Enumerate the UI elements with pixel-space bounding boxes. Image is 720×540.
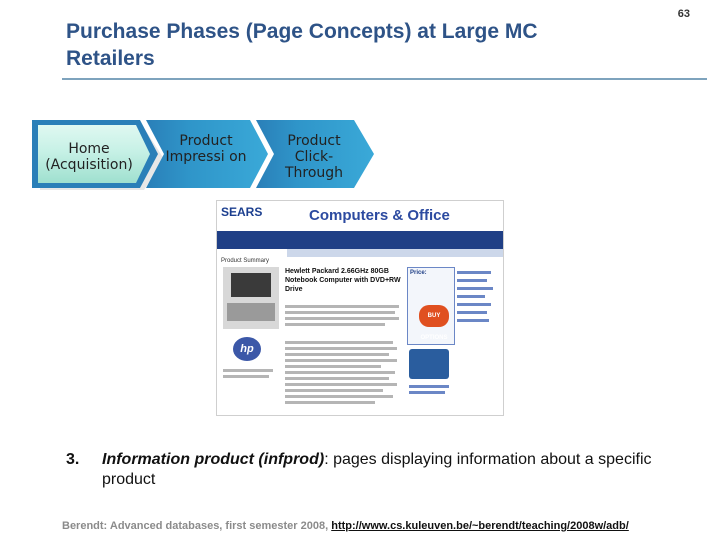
- sears-logo: SEARS: [221, 205, 265, 231]
- footer-text: Berendt: Advanced databases, first semes…: [62, 520, 332, 532]
- footer: Berendt: Advanced databases, first semes…: [62, 520, 712, 532]
- slide-title: Purchase Phases (Page Concepts) at Large…: [66, 20, 538, 70]
- phase-3-label: Product Click-Through: [284, 133, 344, 181]
- screenshot-header: SEARS Computers & Office: [217, 201, 503, 231]
- screenshot-heading: Computers & Office: [309, 207, 450, 224]
- sears-card-image: [409, 349, 449, 379]
- hp-logo: hp: [233, 337, 261, 361]
- phase-chevrons: [32, 120, 374, 190]
- product-page-screenshot: SEARS Computers & Office Product Summary…: [216, 200, 504, 416]
- title-divider: [62, 78, 707, 80]
- buy-options-button[interactable]: BUY OPTIONS: [419, 305, 449, 341]
- phase-2-chevron: [146, 120, 268, 188]
- statement-term: Information product (infprod): [102, 451, 325, 468]
- screenshot-product-title: Hewlett Packard 2.66GHz 80GB Notebook Co…: [285, 268, 401, 293]
- phase-3-chevron: [256, 120, 374, 188]
- phase-1-label: Home (Acquisition): [45, 141, 133, 173]
- statement-text: : pages displaying information about a s…: [102, 451, 652, 488]
- screenshot-nav-bar: [217, 231, 503, 249]
- footer-link[interactable]: http://www.cs.kuleuven.be/~berendt/teach…: [331, 520, 629, 532]
- screenshot-section-label: Product Summary: [221, 258, 270, 264]
- phase-1-chevron: [38, 125, 150, 183]
- phase-2-label: Product Impressi on: [165, 133, 247, 165]
- laptop-image: [223, 267, 279, 329]
- statement-number: 3.: [66, 451, 80, 468]
- page-number: 63: [677, 8, 690, 20]
- price-box: Price:: [407, 267, 455, 345]
- screenshot-subnav-bar: [287, 249, 503, 257]
